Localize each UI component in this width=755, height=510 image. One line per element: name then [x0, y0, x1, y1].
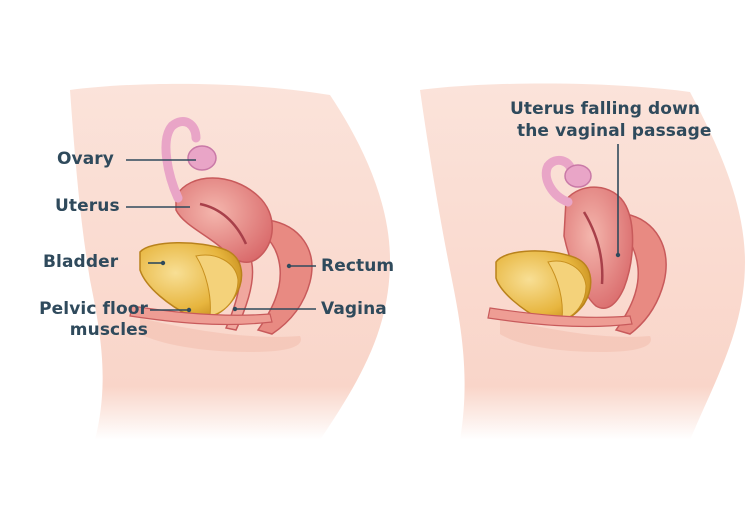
right-bladder-wall [547, 260, 587, 321]
right-uterine-cavity [582, 211, 604, 285]
pelvic-floor-dot [186, 307, 192, 313]
left-fallopian-tube [161, 117, 201, 203]
left-bladder-wall [195, 254, 239, 317]
pelvic-floor-label-line2: muscles [69, 320, 148, 340]
bladder-dot [160, 260, 166, 266]
prolapse-dot [615, 252, 621, 258]
vagina-dot [232, 306, 238, 312]
left-ovary-shape [187, 145, 217, 171]
ovary-label: Ovary [57, 149, 114, 169]
normal-anatomy-figure [70, 83, 390, 440]
leader-lines [126, 144, 621, 313]
prolapse-label-line1: Uterus falling down [510, 99, 701, 119]
rectum-label: Rectum [321, 256, 395, 276]
prolapse-anatomy-figure [420, 83, 745, 440]
vagina-label: Vagina [321, 299, 387, 319]
pelvic-floor-label-line1: Pelvic floor [39, 299, 148, 319]
left-pelvic-floor-shape [129, 305, 273, 326]
prolapse-label-line2: the vaginal passage [517, 121, 712, 141]
left-thigh-fold [140, 318, 301, 352]
rectum-dot [286, 263, 292, 269]
left-uterus-shape [175, 177, 273, 264]
right-fallopian-tube [541, 155, 577, 207]
right-ovary-shape [564, 164, 592, 188]
right-pelvic-floor-shape [487, 307, 633, 328]
left-rectum-shape [254, 219, 313, 335]
right-rectum-shape [612, 213, 667, 335]
right-thigh-fold [500, 318, 651, 352]
left-uterine-cavity [199, 202, 248, 245]
bladder-label: Bladder [43, 252, 119, 272]
uterus-label: Uterus [55, 196, 120, 216]
